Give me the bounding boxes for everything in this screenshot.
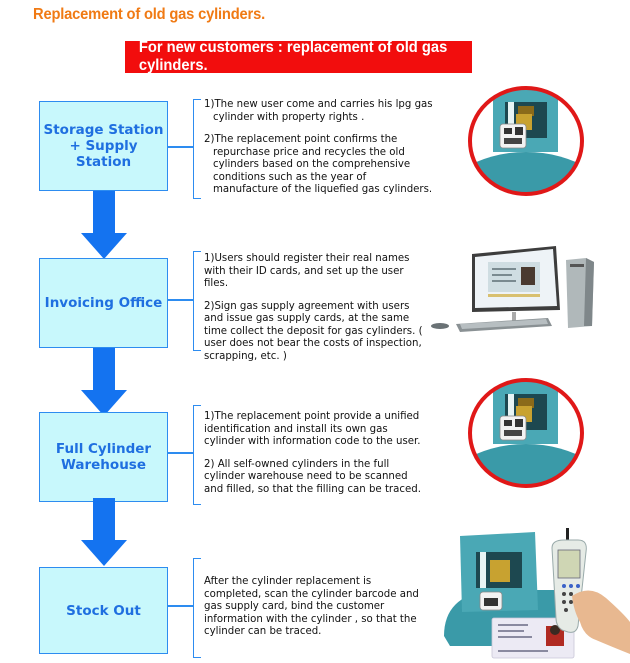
stage-description: After the cylinder replacement is comple… [204, 576, 429, 649]
down-arrow-icon [81, 348, 127, 416]
down-arrow-icon [81, 191, 127, 259]
connector-line [168, 452, 193, 454]
step-text: 2)The replacement point confirms the rep… [204, 134, 433, 195]
stage-box-stock-out: Stock Out [39, 567, 168, 654]
gas-cylinder-valve-illustration [468, 378, 584, 488]
stage-label: Stock Out [66, 602, 141, 619]
page-title: Replacement of old gas cylinders. [33, 6, 265, 23]
step-text: 1)The replacement point provide a unifie… [204, 411, 421, 447]
stage-description: 1)The replacement point provide a unifie… [204, 411, 429, 506]
stage-label: Full Cylinder Warehouse [55, 441, 152, 473]
bracket [193, 558, 201, 658]
step-text: 1)Users should register their real names… [204, 253, 410, 289]
connector-line [168, 146, 193, 148]
monitor-icon [472, 246, 560, 327]
stage-box-full-cylinder-warehouse: Full Cylinder Warehouse [39, 412, 168, 502]
step-text: 2) All self-owned cylinders in the full … [204, 458, 421, 495]
id-card-icon [491, 617, 575, 659]
keyboard-icon [456, 318, 552, 332]
bracket [193, 251, 201, 351]
bracket [193, 405, 201, 505]
barcode-tag-icon [499, 415, 527, 441]
gas-cylinder-valve-illustration [468, 86, 584, 196]
stage-box-storage-supply-station: Storage Station + Supply Station [39, 101, 168, 191]
step-text: After the cylinder replacement is comple… [204, 576, 419, 637]
connector-line [168, 605, 193, 607]
stage-description: 1)Users should register their real names… [204, 253, 429, 373]
desktop-computer-illustration [431, 246, 594, 332]
computer-tower-icon [566, 258, 594, 328]
down-arrow-icon [81, 498, 127, 566]
barcode-tag-icon [499, 123, 527, 149]
stage-box-invoicing-office: Invoicing Office [39, 258, 168, 348]
stage-label: Invoicing Office [44, 295, 163, 311]
banner-text: For new customers : replacement of old g… [138, 39, 448, 74]
stage-label: Storage Station + Supply Station [43, 122, 164, 170]
step-text: 2)Sign gas supply agreement with users a… [204, 300, 423, 362]
cylinder-card-scanner-illustration [444, 528, 630, 659]
connector-line [168, 299, 193, 301]
mouse-icon [431, 323, 449, 329]
banner: For new customers : replacement of old g… [125, 39, 472, 74]
step-text: 1)The new user come and carries his lpg … [204, 99, 433, 123]
bracket [193, 99, 201, 199]
hand-icon [572, 590, 630, 654]
stage-description: 1)The new user come and carries his lpg … [204, 99, 434, 207]
